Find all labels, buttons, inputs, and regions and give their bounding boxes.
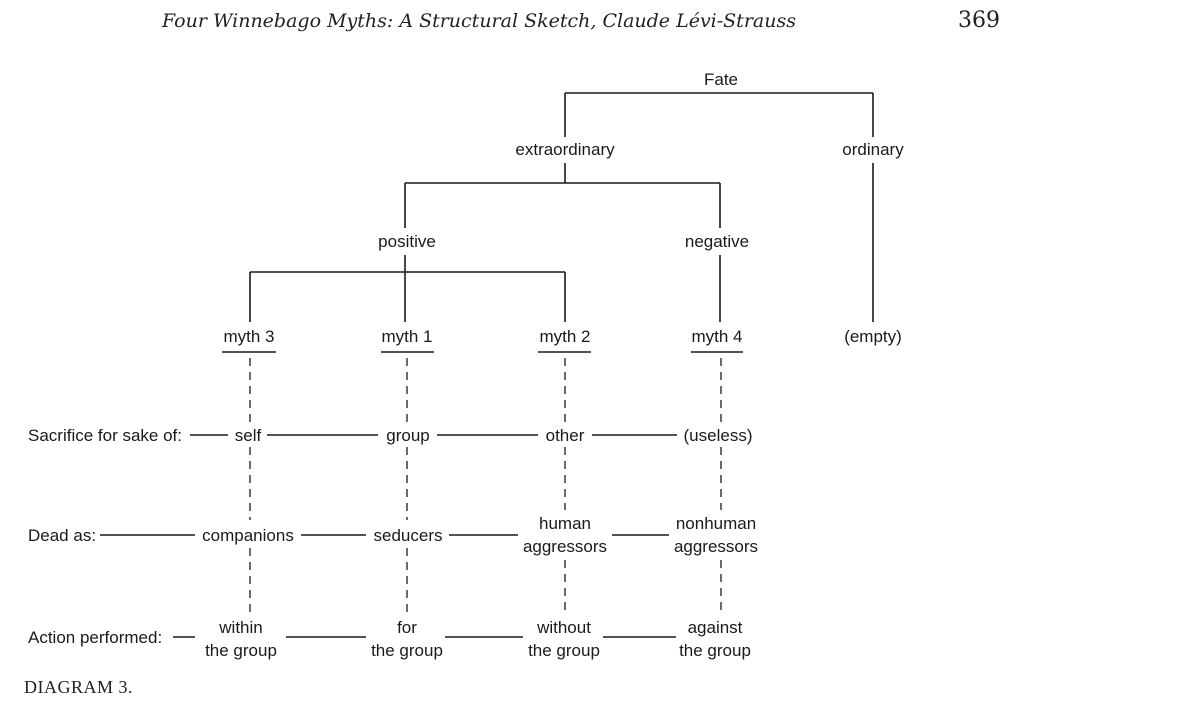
sacrifice-cell-myth-2: other bbox=[546, 426, 585, 445]
action-cell-myth-3-line-2: the group bbox=[205, 641, 277, 660]
dead-cell-myth-3: companions bbox=[202, 526, 294, 545]
diagram-caption: DIAGRAM 3. bbox=[24, 677, 134, 697]
leaf-myth-4: myth 4 bbox=[691, 327, 742, 346]
row-connectors bbox=[100, 434, 677, 638]
action-cell-myth-4-line-1: against bbox=[688, 618, 743, 637]
action-cell-myth-2-line-1: without bbox=[536, 618, 591, 637]
row-label-action: Action performed: bbox=[28, 628, 162, 647]
node-fate: Fate bbox=[704, 70, 738, 89]
node-ordinary: ordinary bbox=[842, 140, 904, 159]
sacrifice-cell-myth-4: (useless) bbox=[684, 426, 753, 445]
row-label-dead: Dead as: bbox=[28, 526, 96, 545]
action-cell-myth-1-line-1: for bbox=[397, 618, 417, 637]
action-cell-myth-2-line-2: the group bbox=[528, 641, 600, 660]
dead-cell-myth-1: seducers bbox=[374, 526, 443, 545]
node-extraordinary: extraordinary bbox=[515, 140, 615, 159]
action-cell-myth-3-line-1: within bbox=[218, 618, 262, 637]
dead-cell-myth-2-line-2: aggressors bbox=[523, 537, 607, 556]
node-positive: positive bbox=[378, 232, 436, 251]
leaf-myth-2: myth 2 bbox=[539, 327, 590, 346]
page-header-title: Four Winnebago Myths: A Structural Sketc… bbox=[162, 10, 796, 32]
node-negative: negative bbox=[685, 232, 749, 251]
action-cell-myth-1-line-2: the group bbox=[371, 641, 443, 660]
dead-cell-myth-2-line-1: human bbox=[539, 514, 591, 533]
dead-cell-myth-4-line-1: nonhuman bbox=[676, 514, 756, 533]
dead-cell-myth-4-line-2: aggressors bbox=[674, 537, 758, 556]
leaf-myth-3: myth 3 bbox=[223, 327, 274, 346]
sacrifice-cell-myth-1: group bbox=[386, 426, 429, 445]
tree-connectors bbox=[249, 92, 874, 322]
leaf-empty: (empty) bbox=[844, 327, 902, 346]
page-number: 369 bbox=[958, 8, 1000, 33]
dashed-columns bbox=[249, 358, 722, 615]
leaf-myth-1: myth 1 bbox=[381, 327, 432, 346]
action-cell-myth-4-line-2: the group bbox=[679, 641, 751, 660]
sacrifice-cell-myth-3: self bbox=[235, 426, 262, 445]
row-label-sacrifice: Sacrifice for sake of: bbox=[28, 426, 182, 445]
